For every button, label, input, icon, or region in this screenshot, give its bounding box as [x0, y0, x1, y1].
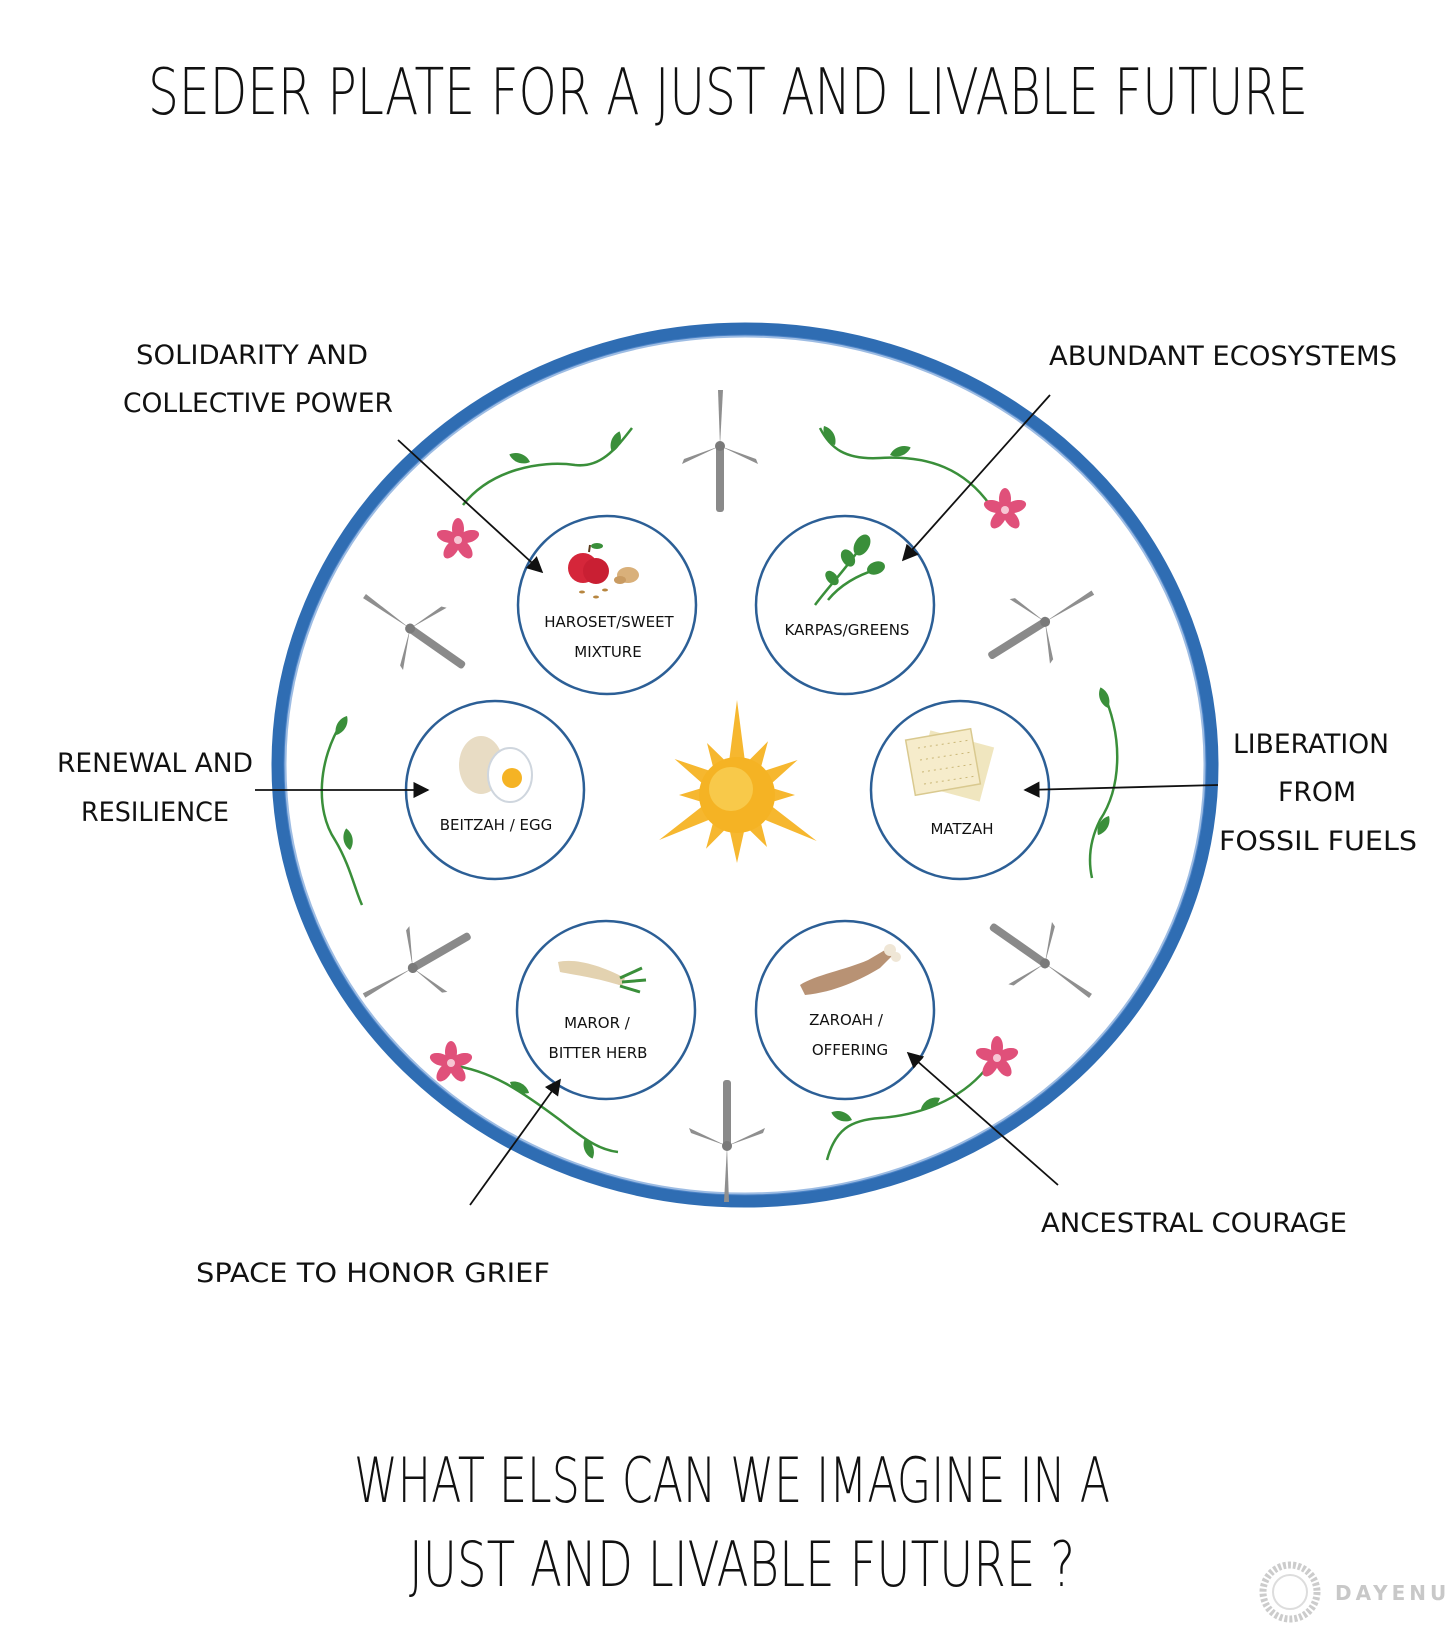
wind-turbine-icon-upper-right — [968, 559, 1113, 690]
maror-label-line1: MAROR / — [564, 1014, 631, 1032]
vine-decorations — [320, 427, 1119, 1161]
sun-icon — [659, 700, 817, 863]
vine-upper-right — [818, 427, 992, 506]
vine-lower-right — [825, 1069, 986, 1161]
callout-liberation-line3: FOSSIL FUELS — [1219, 826, 1417, 857]
egg-icon — [459, 736, 533, 803]
callout-grief: SPACE TO HONOR GRIEF — [196, 1258, 550, 1289]
wind-turbine-icon-top — [682, 390, 758, 512]
callout-renewal-line1: RENEWAL AND — [57, 748, 253, 779]
wind-turbine-icon-lower-right — [969, 894, 1113, 1027]
haroset-label-line2: MIXTURE — [574, 643, 641, 661]
vine-lower-left — [449, 1063, 619, 1154]
callout-ecosystems: ABUNDANT ECOSYSTEMS — [1049, 341, 1397, 372]
arrow-liberation — [1023, 781, 1219, 798]
shankbone-icon — [800, 944, 901, 995]
plate-item-karpas: KARPAS/GREENS — [754, 514, 936, 696]
page-title: SEDER PLATE FOR A JUST AND LIVABLE FUTUR… — [148, 56, 1308, 130]
callout-solidarity-line2: COLLECTIVE POWER — [123, 388, 393, 419]
callout-arrows — [255, 394, 1219, 1206]
vine-left — [320, 721, 364, 906]
apple-icon — [568, 543, 609, 584]
callout-solidarity-line1: SOLIDARITY AND — [136, 340, 368, 371]
callout-labels: SOLIDARITY AND COLLECTIVE POWER ABUNDANT… — [57, 340, 1417, 1289]
maror-label-line2: BITTER HERB — [549, 1044, 648, 1062]
plate-item-zaroah: ZAROAH / OFFERING — [754, 919, 936, 1101]
zaroah-label-line2: OFFERING — [812, 1041, 888, 1059]
vine-upper-left — [462, 427, 633, 506]
question-line2: JUST AND LIVABLE FUTURE ? — [409, 1528, 1075, 1601]
callout-renewal-line2: RESILIENCE — [81, 797, 229, 828]
nut-icon — [579, 567, 639, 599]
arrow-ecosystems — [901, 394, 1051, 562]
plate-item-beitzah: BEITZAH / EGG — [404, 699, 586, 881]
matzah-label: MATZAH — [930, 820, 993, 838]
karpas-label: KARPAS/GREENS — [785, 621, 910, 639]
plate-item-haroset: HAROSET/SWEET MIXTURE — [516, 514, 698, 696]
greens-icon — [814, 534, 885, 606]
dayenu-logo: DAYENU — [1259, 1561, 1450, 1623]
flower-icon-upper-left — [435, 518, 481, 562]
plate-item-maror: MAROR / BITTER HERB — [515, 919, 697, 1101]
callout-courage: ANCESTRAL COURAGE — [1041, 1208, 1347, 1239]
arrow-courage — [906, 1051, 1059, 1186]
logo-ring-icon — [1259, 1561, 1321, 1623]
wind-turbine-icon-upper-left — [342, 565, 486, 698]
callout-liberation-line2: FROM — [1278, 777, 1356, 808]
question-line1: WHAT ELSE CAN WE IMAGINE IN A — [354, 1444, 1110, 1517]
plate — [271, 322, 1219, 1208]
haroset-label-line1: HAROSET/SWEET — [544, 613, 674, 631]
logo-text: DAYENU — [1335, 1581, 1450, 1605]
callout-liberation-line1: LIBERATION — [1233, 729, 1389, 760]
wind-turbine-icon-bottom — [689, 1080, 765, 1202]
plate-item-matzah: MATZAH — [869, 699, 1051, 881]
beitzah-label: BEITZAH / EGG — [440, 816, 553, 834]
matzah-icon — [904, 727, 995, 802]
arrow-solidarity — [397, 439, 544, 574]
vine-right — [1088, 689, 1119, 879]
horseradish-icon — [558, 960, 647, 994]
zaroah-label-line1: ZAROAH / — [809, 1011, 884, 1029]
arrow-grief — [469, 1078, 561, 1206]
flower-icon-upper-right — [982, 488, 1028, 532]
flower-icon-lower-left — [428, 1041, 474, 1085]
